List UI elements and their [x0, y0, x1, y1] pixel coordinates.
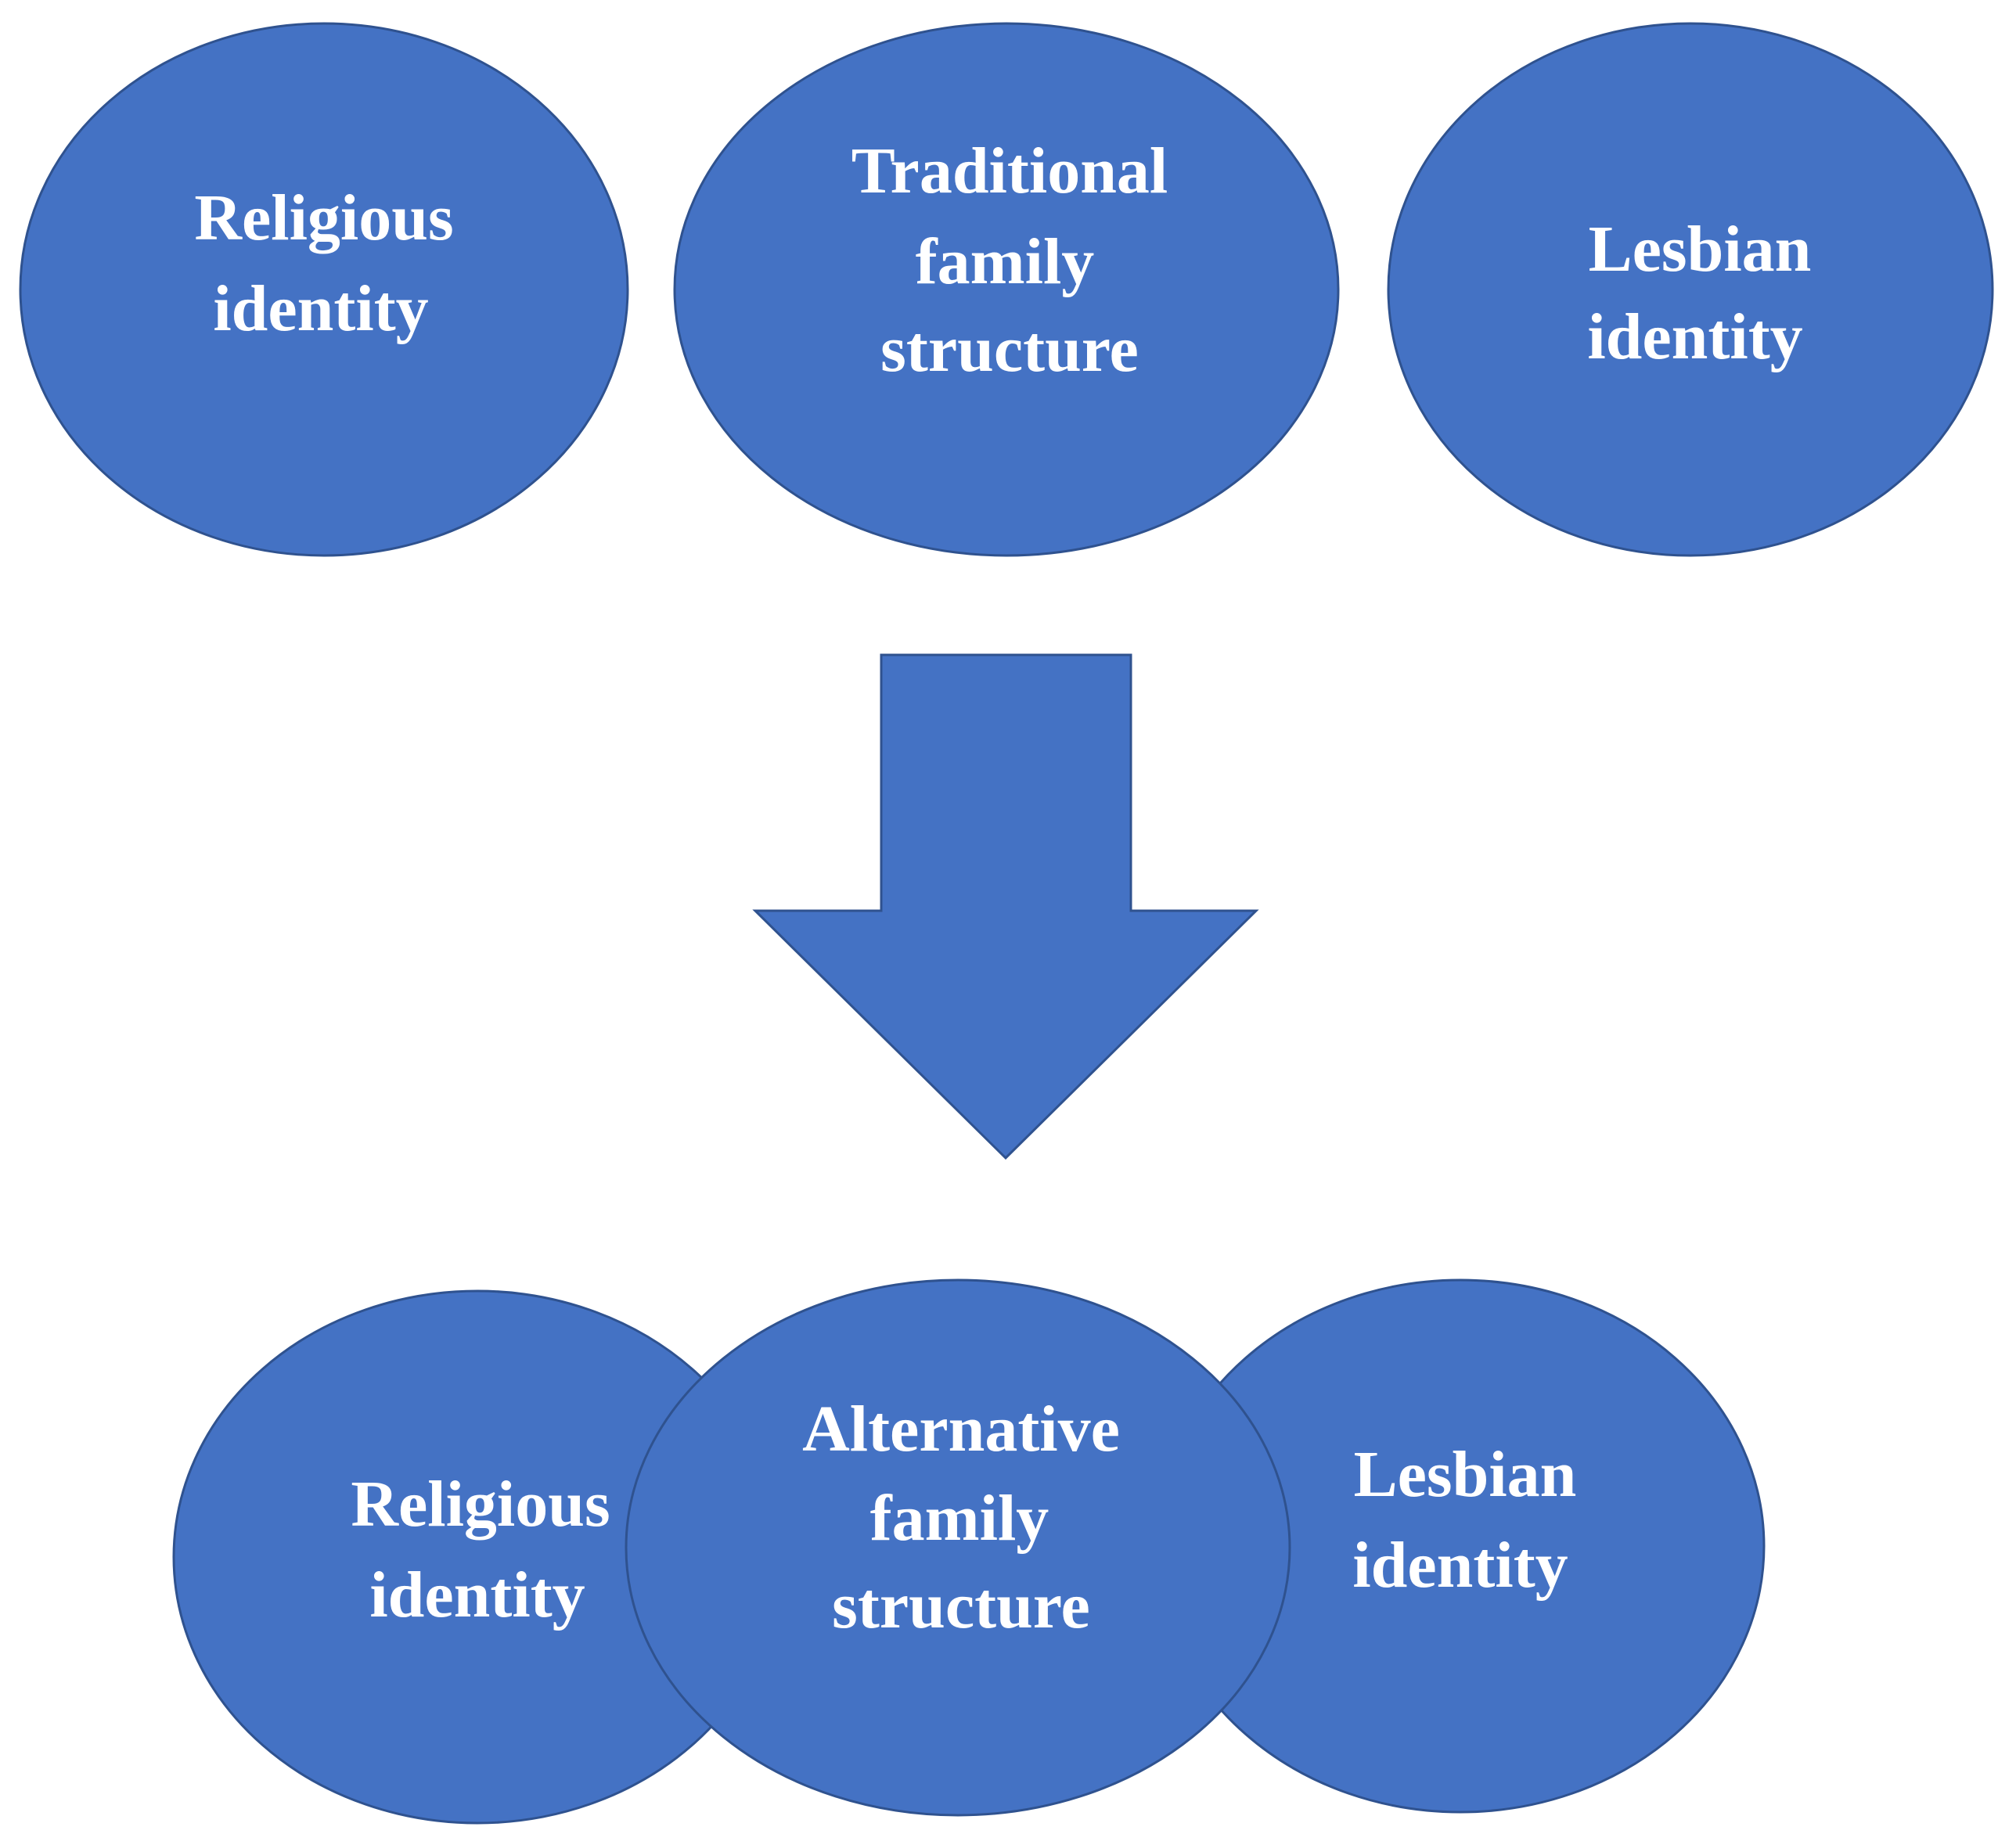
top-traditional-family-structure-node: Traditional family structure [673, 22, 1340, 557]
bottom-religious-identity-label-line2: identity [369, 1559, 585, 1631]
bottom-alternative-family-structure-node: Alternative family structure [625, 1278, 1291, 1817]
bottom-family-structure-label-line1: Alternative [802, 1393, 1120, 1465]
top-lesbian-identity-label-line1: Lesbian [1589, 213, 1812, 286]
top-religious-identity-ellipse [19, 22, 629, 557]
top-family-structure-label-line1: Traditional [851, 135, 1168, 207]
top-family-structure-label-line3: structure [880, 313, 1139, 386]
top-traditional-family-structure-ellipse [673, 22, 1340, 557]
top-religious-identity-label-line1: Religious [194, 182, 453, 254]
bottom-family-structure-label-line2: family [870, 1482, 1049, 1555]
bottom-lesbian-identity-label-line2: identity [1352, 1529, 1568, 1602]
bottom-religious-identity-label-line1: Religious [351, 1468, 610, 1541]
top-religious-identity-label-line2: identity [213, 272, 428, 345]
top-lesbian-identity-label-line2: identity [1587, 300, 1802, 373]
bottom-religious-identity-node: Religious identity [172, 1289, 783, 1825]
bottom-family-structure-label-line3: structure [832, 1570, 1090, 1642]
top-lesbian-identity-node: Lesbian identity [1387, 22, 1994, 557]
bottom-lesbian-identity-node: Lesbian identity [1155, 1278, 1766, 1814]
down-arrow-icon [752, 653, 1259, 1160]
top-family-structure-label-line2: family [916, 225, 1095, 298]
top-lesbian-identity-ellipse [1387, 22, 1994, 557]
bottom-alternative-family-structure-ellipse [625, 1278, 1291, 1817]
bottom-lesbian-identity-label-line1: Lesbian [1354, 1438, 1577, 1511]
top-religious-identity-node: Religious identity [19, 22, 629, 557]
